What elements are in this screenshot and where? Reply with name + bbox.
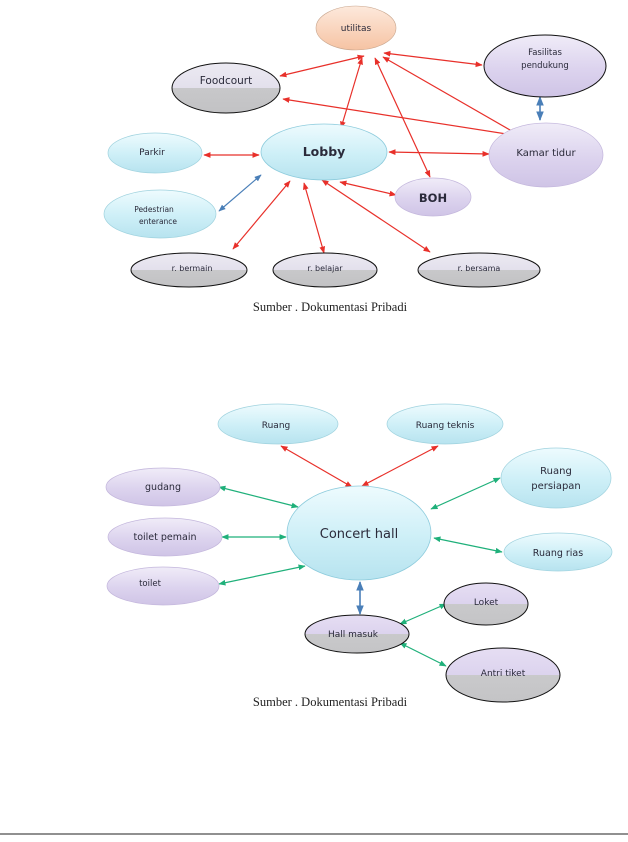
node-gudang: gudang	[105, 467, 221, 507]
node-belajar: r. belajar	[272, 252, 378, 288]
node-kamar: Kamar tidur	[488, 122, 604, 188]
conn-foodcourt-kamar	[282, 97, 514, 137]
node-ruang: Ruang	[217, 403, 339, 445]
conn-toilet-concert	[218, 564, 306, 586]
node-hall-masuk: Hall masuk	[304, 614, 410, 654]
node-ruang-teknis-label: Ruang teknis	[416, 421, 475, 431]
node-kamar-label: Kamar tidur	[516, 148, 576, 159]
node-boh: BOH	[394, 177, 472, 217]
conn-hallmasuk-loket	[399, 603, 447, 625]
conn-lobby-belajar	[303, 182, 325, 254]
node-pedestrian-line1: Pedestrian	[134, 205, 174, 214]
conn-rias-concert	[433, 536, 503, 554]
node-toilet-label: toilet	[139, 579, 161, 589]
node-utilitas: utilitas	[315, 5, 397, 51]
node-antri-tiket-label: Antri tiket	[481, 669, 526, 679]
node-ruang-persiapan-line2: persiapan	[531, 481, 581, 492]
node-fasilitas: Fasilitas pendukung	[483, 34, 607, 98]
node-bersama-label: r. bersama	[458, 264, 501, 273]
conn-gudang-concert	[218, 485, 299, 509]
node-lobby-label: Lobby	[303, 144, 346, 159]
conn-utilitas-fasilitas	[383, 50, 483, 68]
conn-persiapan-concert	[430, 477, 501, 510]
node-toilet-pemain: toilet pemain	[107, 517, 223, 557]
node-concert-hall-label: Concert hall	[320, 527, 398, 542]
diagram2-connectors	[218, 445, 503, 667]
node-parkir: Parkir	[107, 132, 203, 174]
conn-utilitas-foodcourt	[279, 54, 365, 78]
node-gudang-label: gudang	[145, 482, 181, 493]
node-ruang-persiapan-line1: Ruang	[540, 466, 572, 477]
node-ruang-rias: Ruang rias	[503, 532, 613, 572]
conn-lobby-bersama	[321, 179, 431, 253]
node-concert-hall: Concert hall	[286, 485, 432, 581]
conn-ruang-concert	[280, 445, 353, 488]
node-ruang-label: Ruang	[262, 421, 291, 431]
node-fasilitas-line2: pendukung	[521, 61, 569, 71]
conn-lobby-boh	[339, 180, 397, 197]
node-foodcourt: Foodcourt	[171, 62, 281, 114]
node-ruang-teknis: Ruang teknis	[386, 403, 504, 445]
node-ruang-persiapan: Ruang persiapan	[500, 447, 612, 509]
node-bermain: r. bermain	[130, 252, 248, 288]
node-ruang-rias-label: Ruang rias	[533, 548, 583, 559]
node-bermain-label: r. bermain	[172, 264, 213, 273]
node-utilitas-label: utilitas	[341, 24, 372, 34]
conn-lobby-kamar	[388, 149, 490, 157]
conn-lobby-bermain	[232, 180, 291, 250]
node-loket-label: Loket	[474, 598, 499, 608]
node-pedestrian: Pedestrian enterance	[103, 189, 217, 239]
diagram2-caption: Sumber . Dokumentasi Pribadi	[253, 695, 408, 709]
diagram1-connectors	[203, 50, 544, 254]
conn-pedestrian-lobby	[218, 174, 262, 212]
node-hall-masuk-label: Hall masuk	[328, 630, 379, 640]
diagram1-caption: Sumber . Dokumentasi Pribadi	[253, 300, 408, 314]
node-bersama: r. bersama	[417, 252, 541, 288]
node-pedestrian-line2: enterance	[139, 217, 177, 226]
node-lobby: Lobby	[260, 123, 388, 181]
node-belajar-label: r. belajar	[307, 264, 343, 273]
conn-hallmasuk-antri	[399, 642, 447, 667]
node-parkir-label: Parkir	[139, 148, 165, 158]
node-boh-label: BOH	[419, 191, 447, 205]
node-fasilitas-line1: Fasilitas	[528, 48, 562, 58]
conn-teknis-concert	[361, 445, 439, 487]
node-toilet: toilet	[106, 566, 220, 606]
node-loket: Loket	[443, 582, 529, 626]
node-foodcourt-label: Foodcourt	[200, 75, 252, 87]
conn-utilitas-lobby	[340, 57, 363, 129]
node-antri-tiket: Antri tiket	[445, 647, 561, 703]
node-toilet-pemain-label: toilet pemain	[133, 532, 196, 543]
